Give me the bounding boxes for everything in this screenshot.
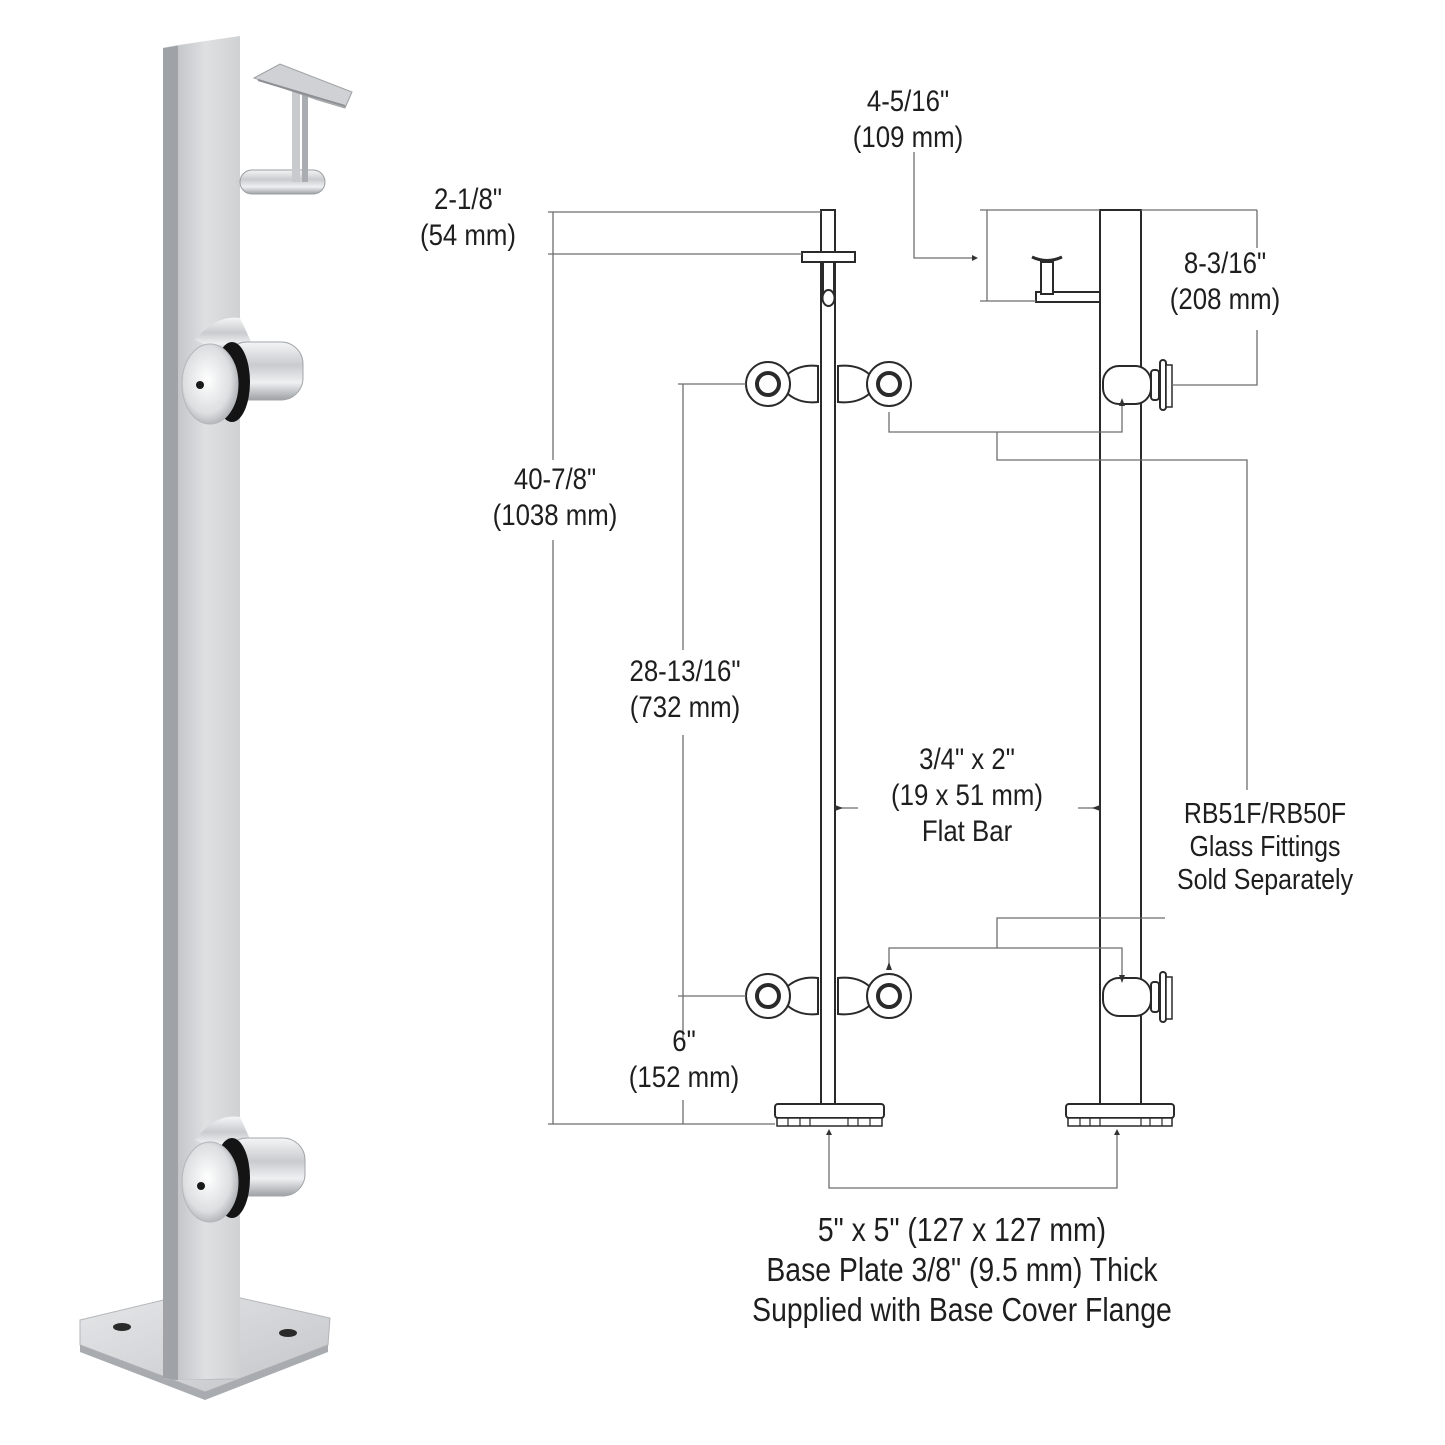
dim-metric: (152 mm) <box>628 1061 740 1094</box>
side-lower-clamp <box>1102 971 1173 1023</box>
front-lower-clamps <box>745 973 912 1019</box>
dim-imperial: 6" <box>672 1025 696 1058</box>
dim-clamp-spacing: 28-13/16" (732 mm) <box>590 654 779 726</box>
note-line: Base Plate 3/8" (9.5 mm) Thick <box>766 1251 1158 1288</box>
dim-imperial: 8-3/16" <box>1183 247 1267 280</box>
dim-imperial: 2-1/8" <box>434 183 502 216</box>
dim-lower-clamp-height: 6" (152 mm) <box>598 1024 770 1096</box>
dim-metric: (732 mm) <box>629 691 741 724</box>
dim-overall-height: 40-7/8" (1038 mm) <box>469 462 641 534</box>
dimension-lines <box>548 152 1258 1189</box>
side-base-plate <box>1065 1103 1175 1127</box>
front-base-plate <box>774 1103 885 1127</box>
dim-saddle-height: 2-1/8" (54 mm) <box>382 182 554 254</box>
note-glass-fittings: RB51F/RB50F Glass Fittings Sold Separate… <box>1166 798 1364 897</box>
dim-metric: (54 mm) <box>419 219 517 252</box>
front-elevation <box>745 209 912 1127</box>
handrail-saddle-photo <box>239 63 353 195</box>
dim-metric: (19 x 51 mm) <box>891 779 1043 812</box>
note-line: RB51F/RB50F <box>1183 798 1347 830</box>
dim-metric: (1038 mm) <box>492 499 618 532</box>
upper-glass-clamp-photo <box>181 317 304 425</box>
side-upper-clamp <box>1102 359 1173 411</box>
note-line: 5" x 5" (127 x 127 mm) <box>817 1211 1107 1248</box>
note-line: Sold Separately <box>1176 864 1354 896</box>
front-upper-clamps <box>745 361 912 407</box>
dim-saddle-offset: 4-5/16" (109 mm) <box>822 84 994 156</box>
note-line: Supplied with Base Cover Flange <box>752 1291 1172 1328</box>
dim-metric: (109 mm) <box>852 121 964 154</box>
dim-top-to-clamp: 8-3/16" (208 mm) <box>1139 246 1311 318</box>
lower-glass-clamp-photo <box>181 1116 306 1223</box>
dim-imperial: 3/4" x 2" <box>919 743 1015 776</box>
arrowheads <box>826 255 1125 1135</box>
dim-name: Flat Bar <box>921 815 1013 848</box>
screw-hole-icon <box>279 1329 297 1337</box>
dim-imperial: 28-13/16" <box>629 655 741 688</box>
dim-imperial: 4-5/16" <box>866 85 950 118</box>
dim-imperial: 40-7/8" <box>513 463 597 496</box>
screw-hole-icon <box>113 1323 131 1331</box>
note-line: Glass Fittings <box>1189 831 1341 863</box>
side-elevation <box>1031 209 1175 1127</box>
note-base-plate: 5" x 5" (127 x 127 mm) Base Plate 3/8" (… <box>704 1210 1220 1330</box>
dim-bar-size: 3/4" x 2" (19 x 51 mm) Flat Bar <box>872 742 1063 850</box>
dim-metric: (208 mm) <box>1169 283 1281 316</box>
